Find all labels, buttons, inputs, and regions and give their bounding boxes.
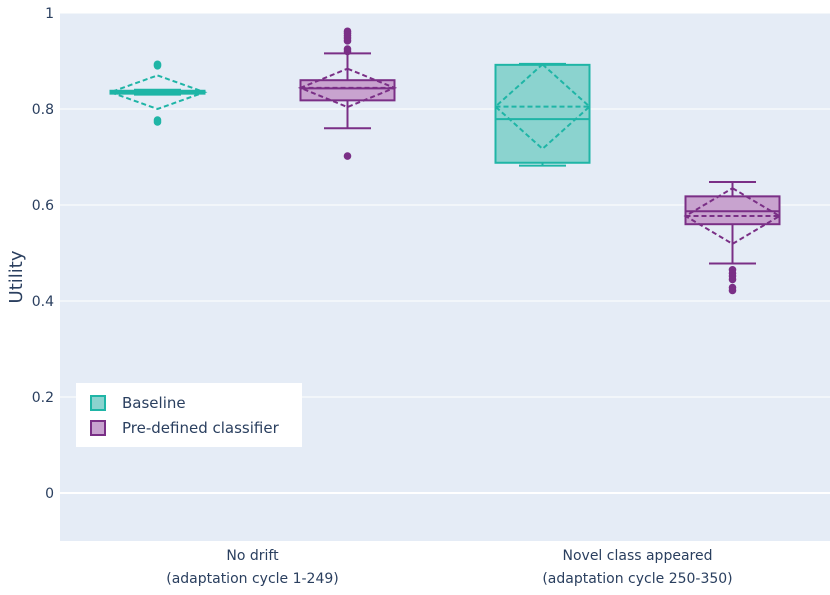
box-group[interactable] — [297, 27, 398, 160]
outlier-point[interactable] — [728, 275, 737, 284]
outlier-point[interactable] — [153, 118, 162, 126]
plot-background — [60, 13, 830, 541]
x-axis: No drift (adaptation cycle 1-249) Novel cl… — [166, 548, 732, 587]
sd-diamond — [107, 74, 208, 111]
series-0 — [107, 60, 591, 167]
sd-diamond — [297, 67, 398, 109]
y-tick-label: 0.8 — [32, 102, 54, 118]
x-tick-label: Novel class appeared — [563, 548, 713, 564]
box-group[interactable] — [107, 60, 208, 126]
y-axis-title: Utility — [6, 250, 27, 303]
legend-background — [76, 383, 302, 447]
y-tick-label: 0.4 — [32, 294, 54, 310]
sd-diamond — [494, 63, 591, 151]
legend-swatch — [90, 420, 106, 436]
outlier-point[interactable] — [343, 37, 352, 45]
series-1 — [297, 27, 782, 295]
legend-item[interactable]: Pre-defined classifier — [90, 419, 280, 437]
y-tick-label: 1 — [45, 6, 54, 22]
sd-diamond — [683, 187, 782, 246]
box-group[interactable] — [494, 62, 591, 167]
outlier-point[interactable] — [343, 152, 352, 160]
legend-label: Pre-defined classifier — [122, 419, 280, 437]
box[interactable] — [494, 63, 591, 164]
legend-label: Baseline — [122, 394, 186, 412]
outlier-point[interactable] — [728, 286, 737, 295]
outlier-point[interactable] — [153, 60, 162, 69]
box-group[interactable] — [683, 180, 782, 295]
legend-swatch — [90, 395, 106, 411]
x-tick-label: (adaptation cycle 1-249) — [166, 571, 339, 587]
y-tick-label: 0 — [45, 486, 54, 502]
outlier-point[interactable] — [343, 47, 352, 56]
y-tick-label: 0.2 — [32, 390, 54, 406]
x-tick-label: No drift — [226, 548, 279, 564]
box[interactable] — [299, 79, 396, 102]
y-axis: 0 0.2 0.4 0.6 0.8 1 — [32, 6, 54, 502]
x-tick-label: (adaptation cycle 250-350) — [542, 571, 732, 587]
legend-item[interactable]: Baseline — [90, 394, 186, 412]
series-layer — [107, 27, 782, 295]
y-tick-label: 0.6 — [32, 198, 54, 214]
